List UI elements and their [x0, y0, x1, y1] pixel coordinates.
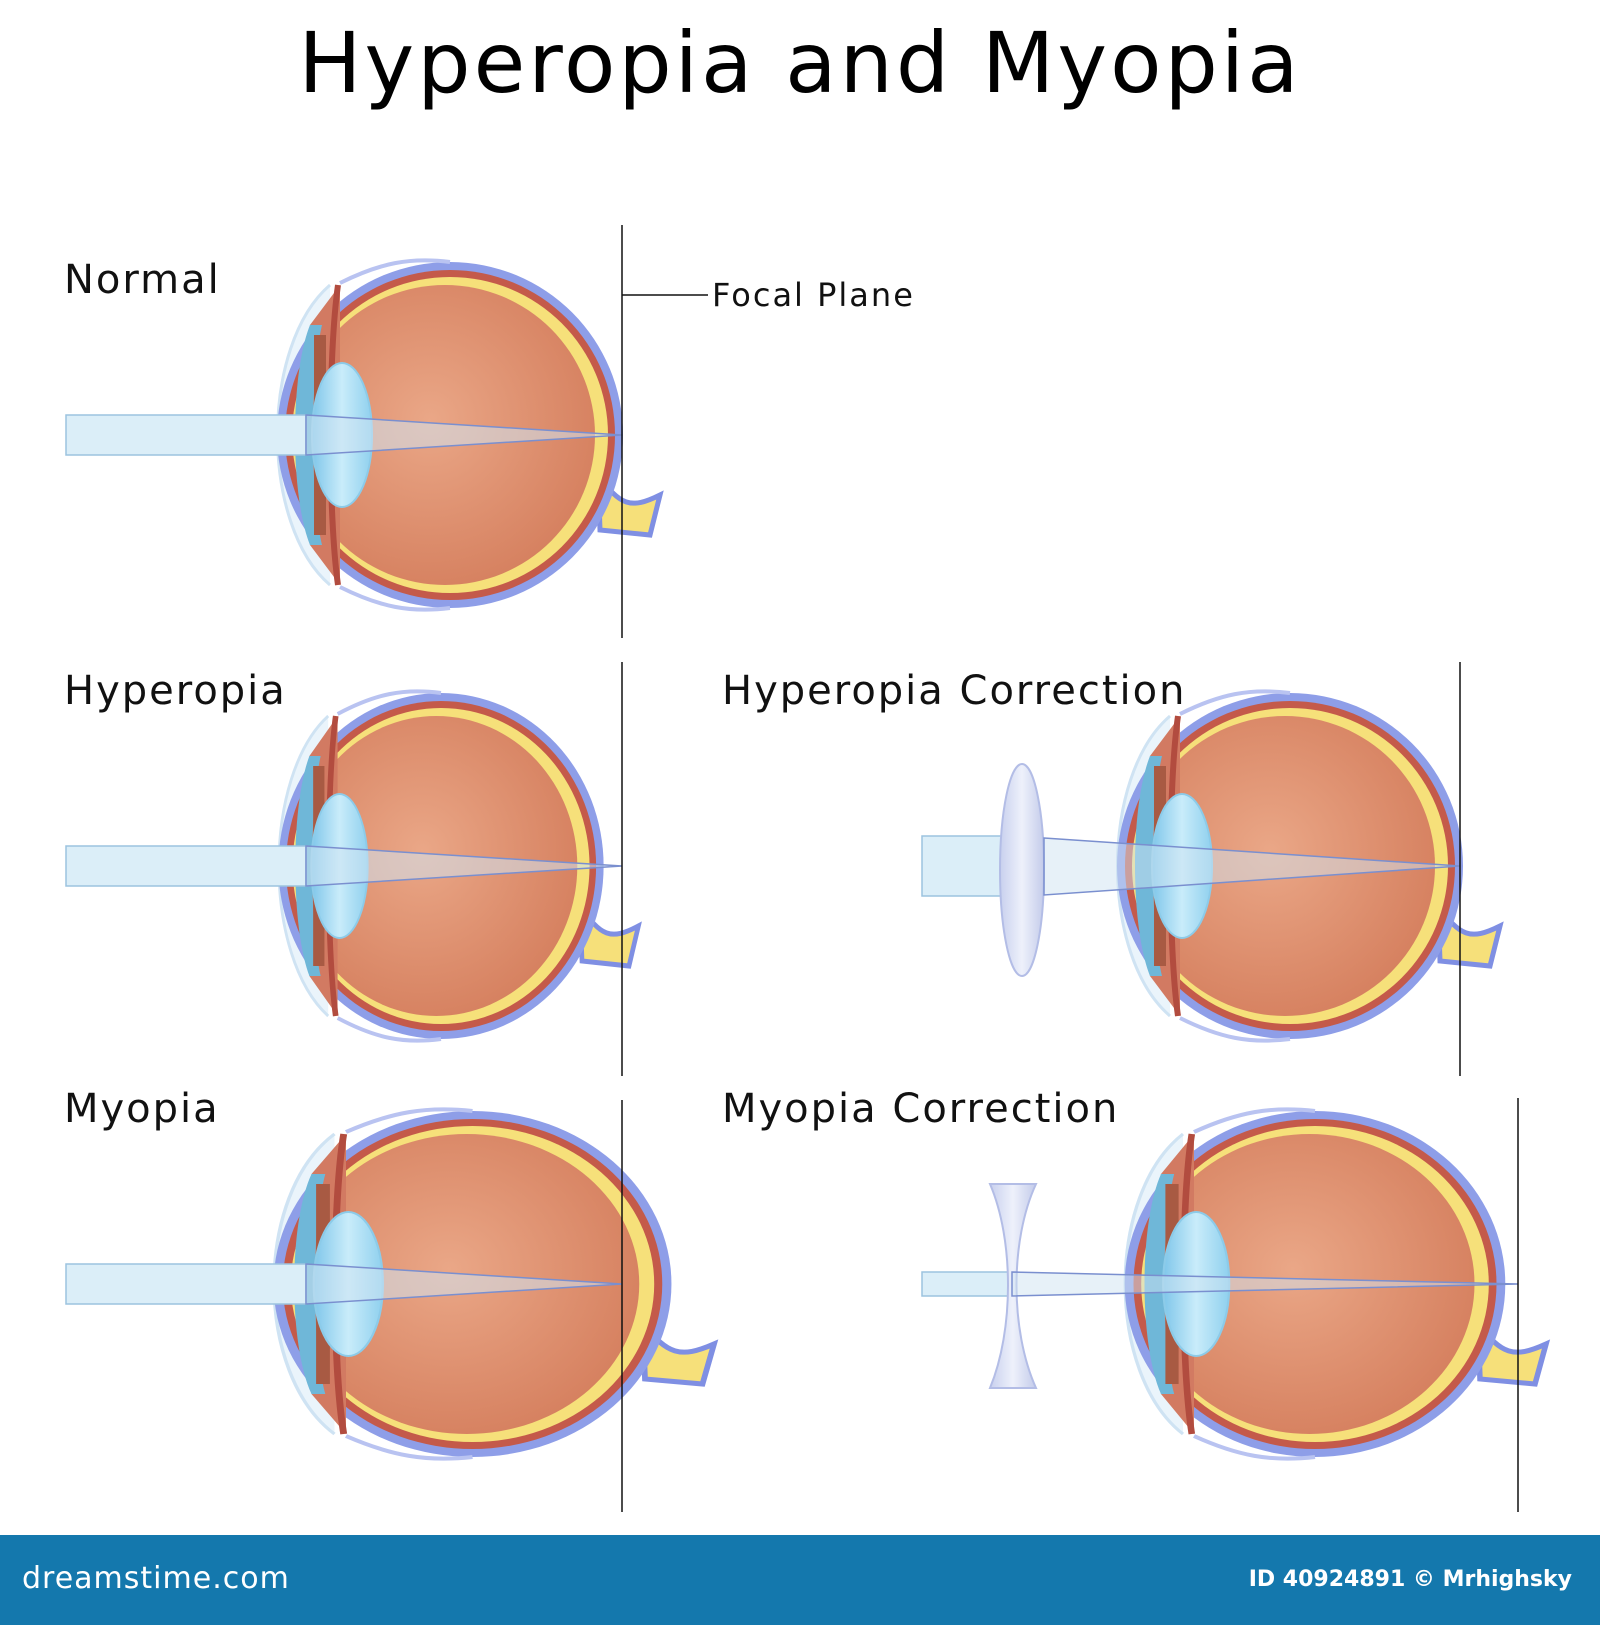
label-hyperopia-correction: Hyperopia Correction: [722, 668, 1186, 714]
normal-eye: Normal Focal Plane: [64, 225, 915, 638]
diagram-title: Hyperopia and Myopia: [298, 14, 1302, 112]
light-beam: [921, 1271, 1013, 1297]
hyperopia-correction-eye: Hyperopia Correction: [722, 662, 1500, 1076]
convex-lens: [999, 763, 1045, 977]
label-focal-plane: Focal Plane: [712, 276, 915, 314]
hyperopia-eye: Hyperopia: [64, 662, 638, 1076]
light-beam: [65, 845, 307, 887]
brand-logo[interactable]: dreamstime.com: [22, 1561, 290, 1596]
label-normal: Normal: [64, 257, 221, 303]
image-credit: ID 40924891 © Mrhighsky: [1248, 1567, 1572, 1592]
myopia-eye: Myopia: [64, 1086, 714, 1512]
light-beam: [65, 1263, 307, 1305]
label-myopia: Myopia: [64, 1086, 220, 1132]
myopia-correction-eye: Myopia Correction: [722, 1086, 1546, 1512]
light-beam: [65, 414, 307, 456]
label-myopia-correction: Myopia Correction: [722, 1086, 1119, 1132]
footer-bar: dreamstime.com ID 40924891 © Mrhighsky: [0, 1535, 1600, 1625]
label-hyperopia: Hyperopia: [64, 668, 287, 714]
eye-diagram: Normal Focal Plane Hyperopia Hyperopia C…: [64, 225, 1600, 1512]
